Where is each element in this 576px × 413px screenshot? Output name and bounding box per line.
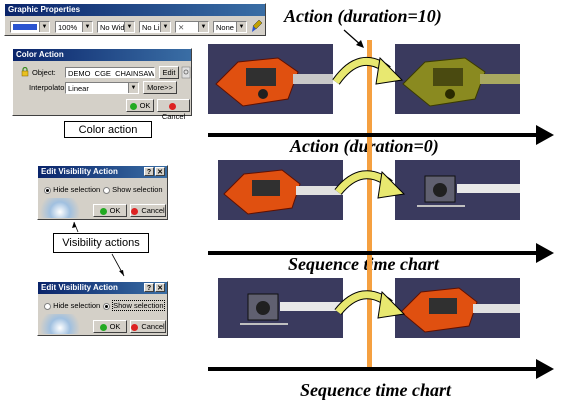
chainsaw-panel-engine: [395, 160, 520, 220]
chainsaw-panel-orange-3: [395, 278, 520, 338]
chainsaw-panel-orange-2: [218, 160, 343, 220]
show-radio[interactable]: [103, 302, 110, 310]
color-combo[interactable]: ▼: [10, 21, 50, 33]
ok-button[interactable]: OK: [126, 99, 154, 112]
cancel-icon: [131, 323, 139, 331]
visibility-dialog-show: Edit Visibility Action ? ✕ Hide selectio…: [37, 281, 168, 336]
help-icon[interactable]: ?: [144, 283, 154, 292]
ok-button[interactable]: OK: [93, 204, 127, 217]
paint-brush-icon[interactable]: [251, 19, 263, 33]
chainsaw-olive-image: [402, 57, 520, 107]
interpolator-label: Interpolator:: [29, 83, 70, 92]
lock-icon: [21, 66, 29, 79]
chevron-down-icon: ▼: [124, 22, 134, 32]
point-combo[interactable]: None ▼: [213, 21, 247, 33]
bubble-graphic: [40, 314, 80, 334]
chevron-down-icon: ▼: [198, 22, 208, 32]
visibility-dialog-title: Edit Visibility Action: [38, 166, 167, 178]
chainsaw-engine-image: [240, 293, 343, 325]
chainsaw-orange-image: [400, 287, 520, 333]
chainsaw-panel-olive: [395, 44, 520, 114]
pick-icon[interactable]: [181, 66, 191, 79]
time-axis-arrow: [208, 243, 554, 263]
visibility-caption: Visibility actions: [53, 233, 149, 253]
visibility-dialog-title: Edit Visibility Action: [38, 282, 167, 294]
show-selection-option[interactable]: Show selection: [103, 185, 163, 195]
chainsaw-orange-image: [223, 169, 343, 215]
chainsaw-panel-engine-2: [218, 278, 343, 338]
chainsaw-orange-image: [215, 57, 333, 107]
color-action-caption: Color action: [64, 121, 152, 138]
close-icon[interactable]: ✕: [155, 283, 165, 292]
help-icon[interactable]: ?: [144, 167, 154, 176]
opacity-combo[interactable]: 100% ▼: [55, 21, 93, 33]
ok-icon: [99, 323, 107, 331]
cross-icon: ✕: [178, 23, 185, 32]
line-width-combo[interactable]: No Widt ▼: [97, 21, 135, 33]
graphic-properties-toolbar: Graphic Properties ▼ 100% ▼ No Widt ▼ No…: [4, 3, 266, 36]
object-label: Object:: [32, 68, 56, 77]
bubble-graphic: [40, 198, 80, 218]
chainsaw-engine-image: [417, 175, 520, 207]
timeline-marker-bar: [367, 40, 372, 370]
heading-sequence-time-chart-2: Sequence time chart: [300, 380, 451, 400]
ok-icon: [99, 207, 107, 215]
chevron-down-icon: ▼: [39, 22, 49, 32]
object-field[interactable]: DEMO_CGE_CHAINSAW: [65, 67, 155, 78]
chainsaw-panel-orange: [208, 44, 333, 114]
graphic-properties-title: Graphic Properties: [5, 4, 265, 16]
more-button[interactable]: More>>: [143, 81, 177, 94]
point-symbol-combo[interactable]: ✕ ▼: [175, 21, 209, 33]
ok-icon: [129, 102, 137, 110]
cancel-icon: [131, 207, 139, 215]
chevron-down-icon: ▼: [160, 22, 170, 32]
curved-arrow-icon: [334, 290, 406, 319]
hide-radio[interactable]: [44, 186, 51, 194]
heading-sequence-time-chart-1: Sequence time chart: [288, 254, 439, 274]
show-radio[interactable]: [103, 186, 110, 194]
heading-pointer-arrow: [343, 29, 364, 48]
cancel-button[interactable]: Cancel: [130, 204, 166, 217]
ok-button[interactable]: OK: [93, 320, 127, 333]
curved-arrow-icon: [332, 56, 404, 85]
visibility-dialog-hide: Edit Visibility Action ? ✕ Hide selectio…: [37, 165, 168, 220]
show-selection-option[interactable]: Show selection: [103, 300, 165, 311]
time-axis-arrow: [208, 125, 554, 145]
cancel-button[interactable]: Cancel: [130, 320, 166, 333]
cancel-button[interactable]: Cancel: [157, 99, 190, 121]
color-swatch: [13, 24, 37, 30]
curved-arrow-icon: [334, 170, 406, 199]
color-action-title: Color Action: [13, 49, 191, 61]
heading-action-duration-0: Action (duration=0): [290, 136, 439, 156]
chevron-down-icon: ▼: [236, 22, 246, 32]
hide-selection-option[interactable]: Hide selection: [44, 185, 100, 195]
hide-radio[interactable]: [44, 302, 51, 310]
line-type-combo[interactable]: No Line ▼: [139, 21, 171, 33]
chevron-down-icon: ▼: [128, 83, 138, 93]
color-action-dialog: Color Action Object: DEMO_CGE_CHAINSAW E…: [12, 48, 192, 121]
edit-button[interactable]: Edit: [159, 66, 179, 79]
chevron-down-icon: ▼: [82, 22, 92, 32]
heading-action-duration-10: Action (duration=10): [284, 6, 442, 26]
time-axis-arrow: [208, 359, 554, 379]
close-icon[interactable]: ✕: [155, 167, 165, 176]
cancel-icon: [168, 102, 176, 110]
hide-selection-option[interactable]: Hide selection: [44, 301, 100, 311]
interpolator-combo[interactable]: Linear ▼: [65, 82, 139, 94]
